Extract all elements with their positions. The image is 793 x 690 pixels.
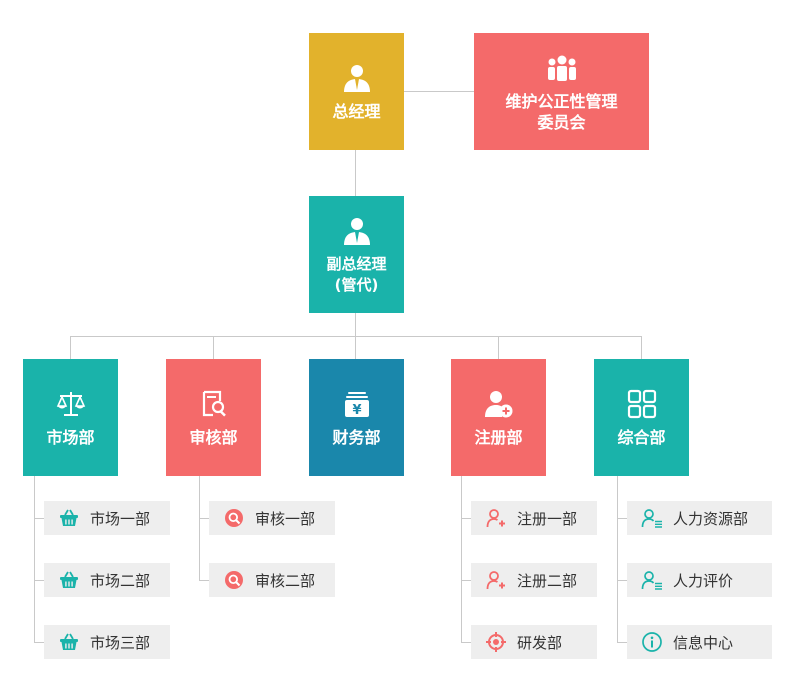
list-item-label: 研发部 (517, 633, 563, 652)
target-icon (485, 631, 507, 653)
dept-general-box[interactable]: 综合部 (594, 359, 689, 476)
list-item-label: 注册二部 (517, 571, 578, 590)
scale-icon (54, 387, 88, 421)
list-item-market-1[interactable]: 市场一部 (44, 501, 170, 535)
list-item-general-3[interactable]: 信息中心 (627, 625, 772, 659)
user-list-icon (641, 507, 663, 529)
stub-registration-2 (461, 580, 471, 581)
grid-icon (625, 387, 659, 421)
stub-general-2 (617, 580, 627, 581)
list-item-label: 市场三部 (90, 633, 151, 652)
yuan-box-icon: ¥ (340, 387, 374, 421)
dept-registration-box[interactable]: 注册部 (451, 359, 546, 476)
user-add-icon (482, 387, 516, 421)
list-item-label: 信息中心 (673, 633, 734, 652)
stub-registration-3 (461, 642, 471, 643)
list-item-general-2[interactable]: 人力评价 (627, 563, 772, 597)
document-search-icon (197, 387, 231, 421)
list-item-registration-1[interactable]: 注册一部 (471, 501, 597, 535)
manager-icon (340, 214, 374, 248)
search-circle-icon (223, 569, 245, 591)
info-icon (641, 631, 663, 653)
committee-box[interactable]: 维护公正性管理 委员会 (474, 33, 649, 150)
list-item-label: 注册一部 (517, 509, 578, 528)
group-icon (545, 51, 579, 85)
stub-registration-1 (461, 518, 471, 519)
basket-icon (58, 507, 80, 529)
list-item-registration-3[interactable]: 研发部 (471, 625, 597, 659)
user-list-icon (641, 569, 663, 591)
dept-market-label: 市场部 (46, 428, 95, 447)
deputy-manager-label: 副总经理 (管代) (326, 254, 387, 294)
connector-gm-committee (404, 91, 474, 92)
connector-drop-general (641, 336, 642, 359)
stub-audit-1 (199, 518, 209, 519)
connector-dept-bus (70, 336, 642, 337)
connector-deputy-bus (355, 313, 356, 336)
connector-drop-audit (213, 336, 214, 359)
connector-gm-deputy (355, 150, 356, 196)
manager-icon (340, 61, 374, 95)
stub-market-1 (34, 518, 44, 519)
basket-icon (58, 631, 80, 653)
spine-market (34, 476, 35, 643)
dept-audit-box[interactable]: 审核部 (166, 359, 261, 476)
spine-audit (199, 476, 200, 581)
dept-finance-box[interactable]: ¥ 财务部 (309, 359, 404, 476)
committee-label: 维护公正性管理 委员会 (505, 91, 618, 132)
list-item-label: 人力评价 (673, 571, 734, 590)
spine-general (617, 476, 618, 643)
list-item-label: 市场二部 (90, 571, 151, 590)
stub-general-1 (617, 518, 627, 519)
stub-general-3 (617, 642, 627, 643)
list-item-audit-2[interactable]: 审核二部 (209, 563, 335, 597)
list-item-market-2[interactable]: 市场二部 (44, 563, 170, 597)
general-manager-label: 总经理 (332, 102, 381, 121)
list-item-label: 市场一部 (90, 509, 151, 528)
stub-market-2 (34, 580, 44, 581)
deputy-manager-box[interactable]: 副总经理 (管代) (309, 196, 404, 313)
user-add-icon (485, 569, 507, 591)
dept-market-box[interactable]: 市场部 (23, 359, 118, 476)
dept-audit-label: 审核部 (189, 428, 238, 447)
stub-audit-2 (199, 580, 209, 581)
list-item-audit-1[interactable]: 审核一部 (209, 501, 335, 535)
stub-market-3 (34, 642, 44, 643)
connector-drop-finance (355, 336, 356, 359)
list-item-label: 审核一部 (255, 509, 316, 528)
connector-drop-registration (498, 336, 499, 359)
user-add-icon (485, 507, 507, 529)
general-manager-box[interactable]: 总经理 (309, 33, 404, 150)
basket-icon (58, 569, 80, 591)
svg-text:¥: ¥ (352, 403, 361, 418)
list-item-label: 审核二部 (255, 571, 316, 590)
list-item-market-3[interactable]: 市场三部 (44, 625, 170, 659)
spine-registration (461, 476, 462, 643)
connector-drop-market (70, 336, 71, 359)
dept-general-label: 综合部 (617, 428, 666, 447)
dept-registration-label: 注册部 (474, 428, 523, 447)
list-item-label: 人力资源部 (673, 509, 749, 528)
list-item-general-1[interactable]: 人力资源部 (627, 501, 772, 535)
dept-finance-label: 财务部 (332, 428, 381, 447)
search-circle-icon (223, 507, 245, 529)
list-item-registration-2[interactable]: 注册二部 (471, 563, 597, 597)
